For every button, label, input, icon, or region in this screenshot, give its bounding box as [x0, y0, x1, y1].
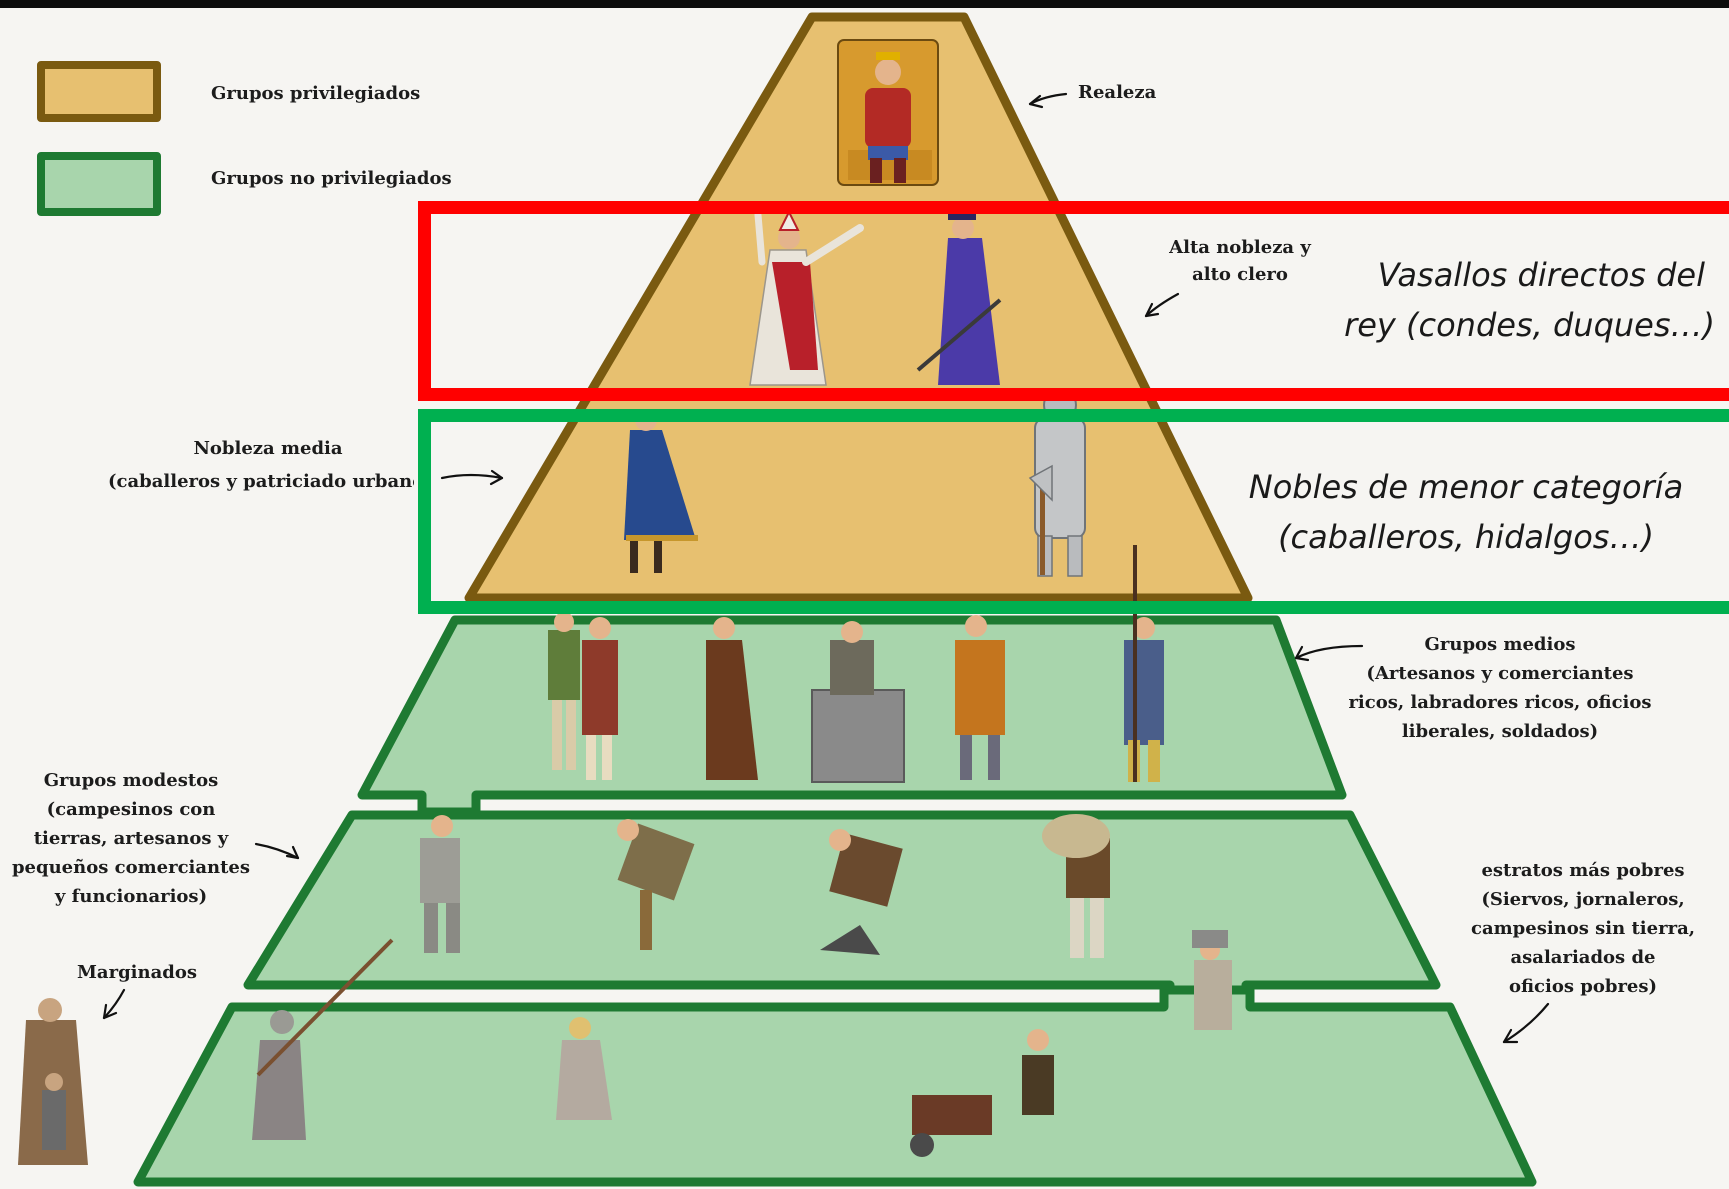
arrow-grupos-modestos: [254, 842, 300, 860]
label-modestos-line-1: Grupos modestos: [43, 770, 219, 791]
arrow-estratos-pobres: [1502, 1002, 1550, 1044]
label-modestos-line-3: tierras, artesanos y: [33, 828, 229, 849]
arrow-realeza: [1028, 92, 1068, 109]
bishop-figure: [749, 209, 864, 386]
label-media-line-2: (caballeros y patriciado urbano: [108, 471, 414, 492]
figures: [18, 39, 1232, 1165]
modest-group-figures: [420, 814, 1110, 958]
arrow-nobleza-media: [440, 469, 504, 486]
arrow-alta-nobleza: [1144, 292, 1180, 318]
label-grupos-modestos: Grupos modestos (campesinos con tierras,…: [6, 766, 256, 911]
highlight-red-line-1: Vasallos directos del: [1377, 256, 1705, 294]
arrow-grupos-medios: [1294, 644, 1364, 662]
label-pobres-line-2: (Siervos, jornaleros,: [1481, 889, 1685, 910]
label-alta-nobleza: Alta nobleza y alto clero: [1150, 233, 1330, 289]
highlight-box-green: [418, 409, 1729, 614]
legend-swatch-privileged: [37, 61, 161, 122]
label-medios-line-4: liberales, soldados): [1401, 721, 1599, 742]
label-modestos-line-2: (campesinos con: [46, 799, 216, 820]
label-marginados: Marginados: [77, 962, 197, 983]
highlight-green-line-1: Nobles de menor categoría: [1248, 468, 1684, 506]
arrow-marginados: [102, 988, 126, 1020]
label-modestos-line-4: pequeños comerciantes: [11, 857, 251, 878]
label-alta-line-2: alto clero: [1192, 264, 1288, 285]
label-media-line-1: Nobleza media: [193, 438, 343, 459]
highlight-text-green: Nobles de menor categoría (caballeros, h…: [1226, 462, 1706, 562]
label-grupos-medios: Grupos medios (Artesanos y comerciantes …: [1320, 630, 1680, 746]
poor-group-figures: [252, 930, 1232, 1157]
highlight-green-line-2: (caballeros, hidalgos…): [1278, 518, 1654, 556]
tier-estratos-pobres: [133, 985, 1537, 1187]
marginados-figures: [18, 998, 88, 1165]
king-figure: [837, 39, 939, 186]
label-pobres-line-3: campesinos sin tierra,: [1471, 918, 1695, 939]
label-modestos-line-5: y funcionarios): [54, 886, 208, 907]
label-medios-line-1: Grupos medios: [1424, 634, 1576, 655]
legend-label-privileged: Grupos privilegiados: [211, 83, 421, 104]
label-alta-line-1: Alta nobleza y: [1169, 237, 1311, 258]
label-estratos-pobres: estratos más pobres (Siervos, jornaleros…: [1438, 856, 1728, 1001]
legend-label-nonprivileged: Grupos no privilegiados: [211, 168, 452, 189]
high-noble-figure: [916, 212, 1002, 385]
highlight-red-line-2: rey (condes, duques…): [1344, 306, 1715, 344]
highlight-text-red: Vasallos directos del rey (condes, duque…: [1344, 250, 1715, 350]
middle-group-figures: [548, 545, 1164, 783]
label-medios-line-2: (Artesanos y comerciantes: [1366, 663, 1634, 684]
label-pobres-line-4: asalariados de: [1510, 947, 1656, 968]
label-pobres-line-5: oficios pobres): [1508, 976, 1658, 997]
top-border: [0, 0, 1729, 8]
legend-swatch-nonprivileged: [37, 152, 161, 216]
label-nobleza-media: Nobleza media: [108, 434, 428, 463]
label-medios-line-3: ricos, labradores ricos, oficios: [1348, 692, 1652, 713]
label-pobres-line-1: estratos más pobres: [1481, 860, 1685, 881]
highlight-box-red: [418, 201, 1729, 401]
label-realeza: Realeza: [1078, 82, 1157, 103]
